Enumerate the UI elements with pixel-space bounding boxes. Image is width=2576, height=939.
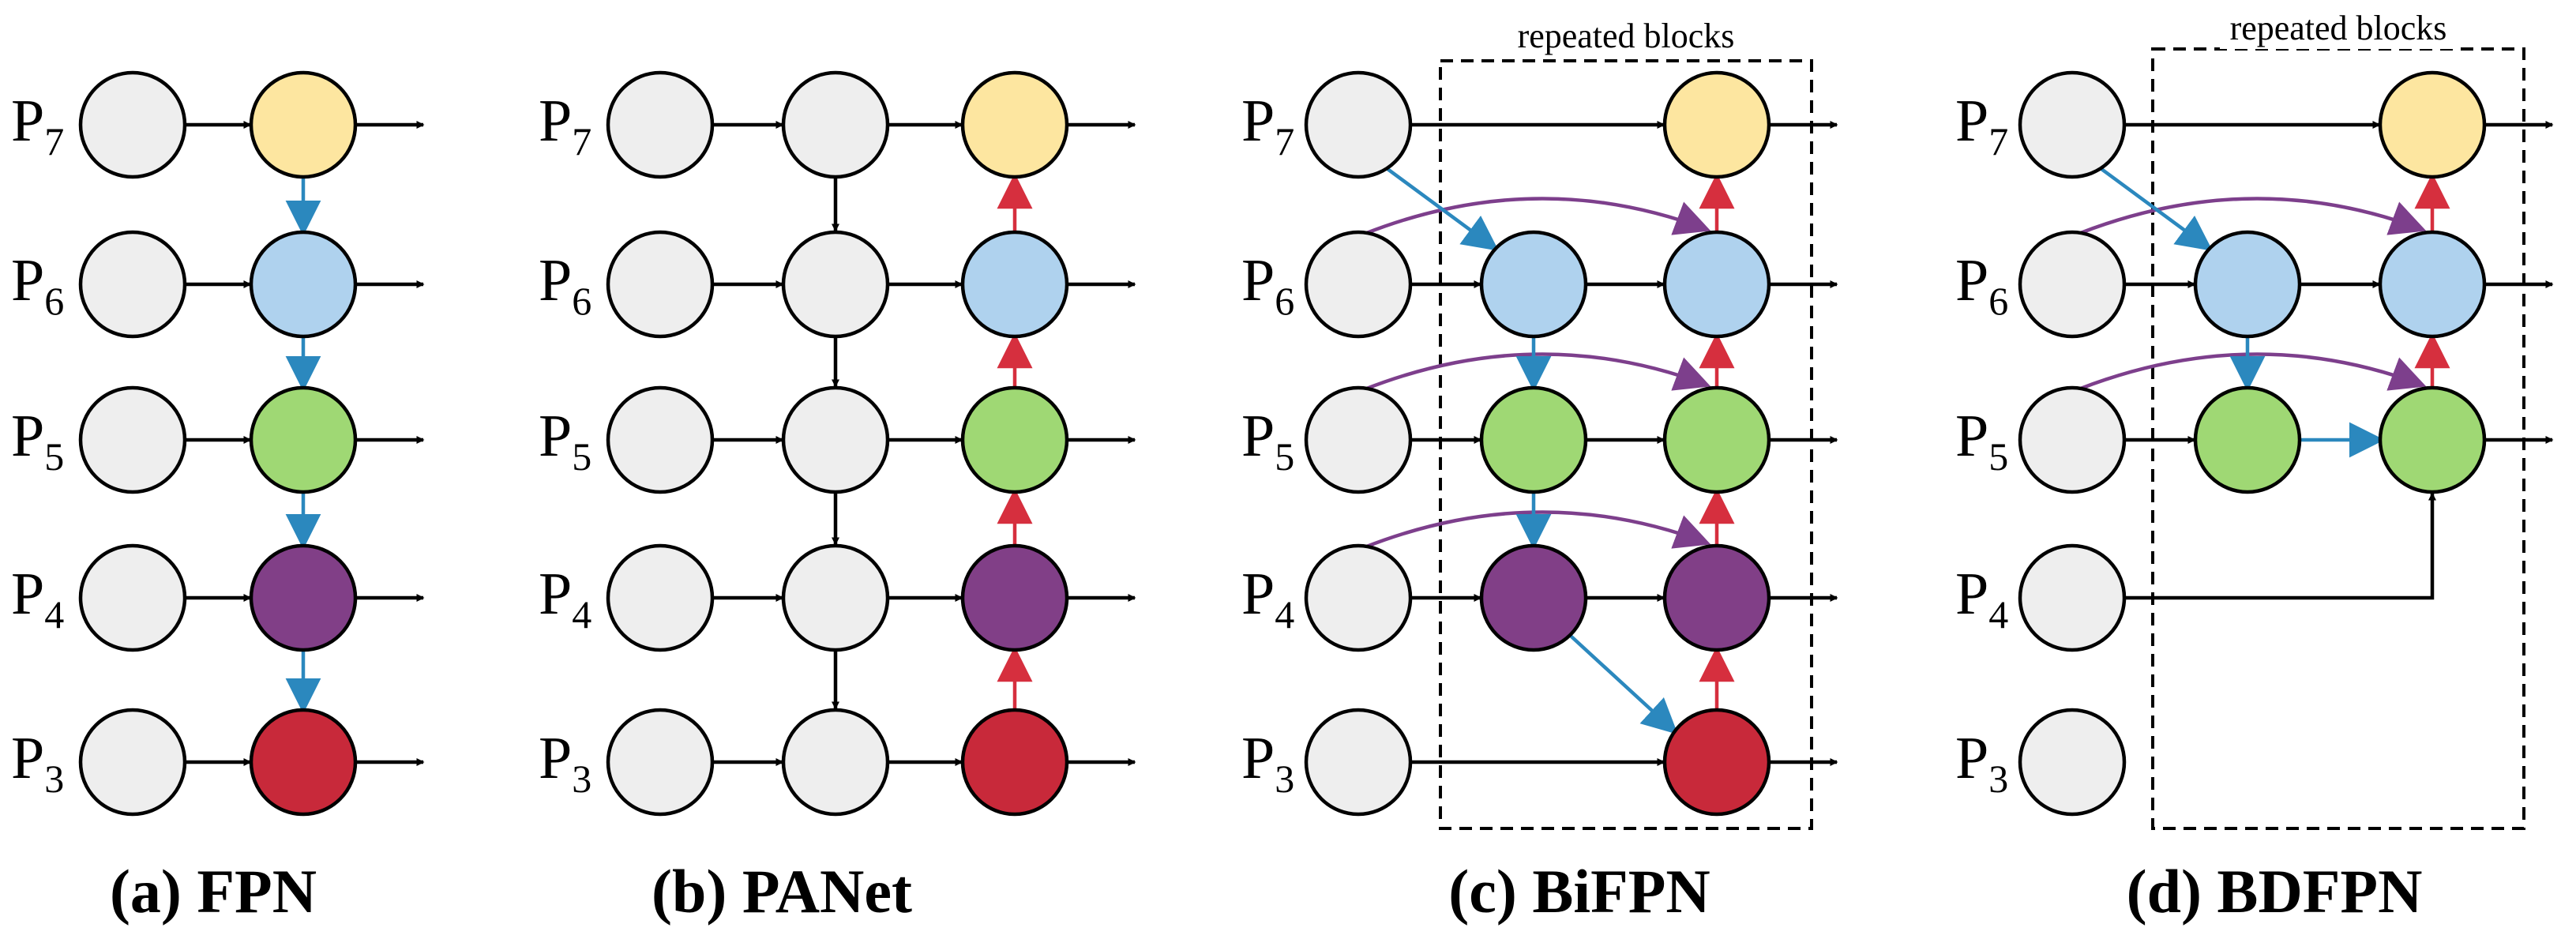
bifpn-repeated-block-box bbox=[1439, 59, 1813, 830]
bdfpn-input-node-p3 bbox=[2018, 708, 2127, 817]
bifpn-input-node-p5 bbox=[1304, 385, 1413, 494]
bifpn-label-p3: P3 bbox=[1241, 725, 1294, 801]
bdfpn-p4-skip-arrow bbox=[2124, 492, 2436, 600]
panet-label-p7: P7 bbox=[539, 88, 591, 163]
fpn-input-node-p6 bbox=[78, 230, 187, 339]
fpn-output-node-p4 bbox=[249, 543, 358, 652]
bdfpn-label-p3: P3 bbox=[1955, 725, 2008, 801]
bifpn-cross-scale-arc-p6 bbox=[1364, 197, 1711, 236]
bdfpn-label-p5: P5 bbox=[1955, 403, 2008, 479]
bdfpn-input-node-p4 bbox=[2018, 543, 2127, 652]
fpn-label-p7: P7 bbox=[11, 88, 64, 163]
panet-label-p5: P5 bbox=[539, 403, 591, 479]
panet-input-node-p5 bbox=[606, 385, 715, 494]
bifpn-output-node-p6 bbox=[1662, 230, 1771, 339]
bifpn-output-node-p4 bbox=[1662, 543, 1771, 652]
panet-input-node-p3 bbox=[606, 708, 715, 817]
bifpn-input-node-p7 bbox=[1304, 70, 1413, 179]
fpn-output-node-p6 bbox=[249, 230, 358, 339]
bifpn-label-p7: P7 bbox=[1241, 88, 1294, 163]
bifpn-cross-scale-arc-p4 bbox=[1364, 510, 1711, 550]
bifpn-label-p6: P6 bbox=[1241, 247, 1294, 323]
bifpn-output-node-p3 bbox=[1662, 708, 1771, 817]
panet-topdown-node-p5 bbox=[781, 385, 890, 494]
bdfpn-caption: (d) BDFPN bbox=[2127, 857, 2423, 926]
fpn-label-p4: P4 bbox=[11, 561, 64, 637]
bdfpn-label-p4: P4 bbox=[1955, 561, 2008, 637]
bifpn-input-node-p3 bbox=[1304, 708, 1413, 817]
panet-label-p4: P4 bbox=[539, 561, 591, 637]
bdfpn-topdown-arrow-p7-p6 bbox=[2099, 167, 2213, 251]
panet-input-node-p4 bbox=[606, 543, 715, 652]
bdfpn-output-node-p7 bbox=[2378, 70, 2487, 179]
bifpn-intermediate-node-p6 bbox=[1479, 230, 1588, 339]
fpn-input-node-p4 bbox=[78, 543, 187, 652]
bifpn-label-p4: P4 bbox=[1241, 561, 1294, 637]
bdfpn-input-node-p6 bbox=[2018, 230, 2127, 339]
bifpn-intermediate-node-p5 bbox=[1479, 385, 1588, 494]
fpn-output-node-p5 bbox=[249, 385, 358, 494]
panet-topdown-node-p6 bbox=[781, 230, 890, 339]
bifpn-caption: (c) BiFPN bbox=[1448, 857, 1710, 926]
panet-output-node-p7 bbox=[960, 70, 1069, 179]
fpn-output-node-p3 bbox=[249, 708, 358, 817]
bdfpn-box-label: repeated blocks bbox=[2230, 9, 2447, 47]
bdfpn-cross-scale-arc-p6 bbox=[2078, 197, 2427, 236]
panet-input-node-p6 bbox=[606, 230, 715, 339]
bifpn-output-node-p5 bbox=[1662, 385, 1771, 494]
fpn-label-p3: P3 bbox=[11, 725, 64, 801]
bifpn-label-p5: P5 bbox=[1241, 403, 1294, 479]
panet-topdown-node-p3 bbox=[781, 708, 890, 817]
bdfpn-input-node-p7 bbox=[2018, 70, 2127, 179]
fpn-label-p6: P6 bbox=[11, 247, 64, 323]
bifpn-cross-scale-arc-p5 bbox=[1364, 352, 1711, 392]
panet-caption: (b) PANet bbox=[652, 857, 912, 926]
bifpn-box-label-bg bbox=[1508, 14, 1744, 57]
bifpn-intermediate-node-p4 bbox=[1479, 543, 1588, 652]
fpn-input-node-p5 bbox=[78, 385, 187, 494]
bdfpn-cross-scale-arc-p5 bbox=[2078, 352, 2427, 392]
bifpn-input-node-p4 bbox=[1304, 543, 1413, 652]
bifpn-topdown-arrow-p7-p6 bbox=[1385, 167, 1499, 251]
bdfpn-intermediate-node-p6 bbox=[2193, 230, 2302, 339]
panet-output-node-p5 bbox=[960, 385, 1069, 494]
bifpn-topdown-arrow-p4-p3 bbox=[1568, 633, 1678, 734]
panet-label-p6: P6 bbox=[539, 247, 591, 323]
panet-topdown-node-p7 bbox=[781, 70, 890, 179]
bdfpn-input-node-p5 bbox=[2018, 385, 2127, 494]
bdfpn-label-p7: P7 bbox=[1955, 88, 2008, 163]
panet-output-node-p4 bbox=[960, 543, 1069, 652]
bifpn-box-label: repeated blocks bbox=[1518, 17, 1735, 55]
bdfpn-box-label-bg bbox=[2220, 6, 2457, 49]
bdfpn-label-p6: P6 bbox=[1955, 247, 2008, 323]
fpn-caption: (a) FPN bbox=[110, 857, 317, 926]
bdfpn-output-node-p5 bbox=[2378, 385, 2487, 494]
bifpn-output-node-p7 bbox=[1662, 70, 1771, 179]
panet-label-p3: P3 bbox=[539, 725, 591, 801]
panet-output-node-p6 bbox=[960, 230, 1069, 339]
fpn-output-node-p7 bbox=[249, 70, 358, 179]
panet-output-node-p3 bbox=[960, 708, 1069, 817]
fpn-input-node-p3 bbox=[78, 708, 187, 817]
fpn-label-p5: P5 bbox=[11, 403, 64, 479]
bdfpn-output-node-p6 bbox=[2378, 230, 2487, 339]
panet-topdown-node-p4 bbox=[781, 543, 890, 652]
fpn-input-node-p7 bbox=[78, 70, 187, 179]
panet-input-node-p7 bbox=[606, 70, 715, 179]
bifpn-input-node-p6 bbox=[1304, 230, 1413, 339]
bdfpn-intermediate-node-p5 bbox=[2193, 385, 2302, 494]
